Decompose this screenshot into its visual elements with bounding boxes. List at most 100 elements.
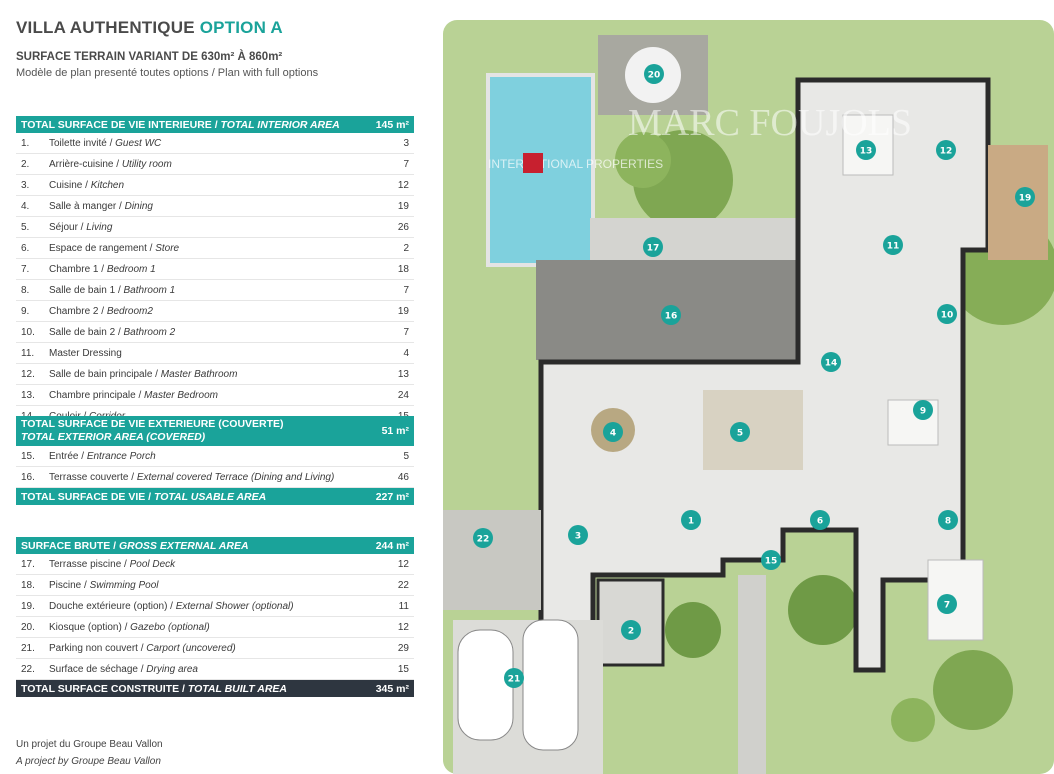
row-label-fr: Terrasse couverte /: [49, 471, 137, 483]
gross-header-fr: SURFACE BRUTE /: [21, 539, 120, 552]
floor-plan: MARC FOUJOLS INTERNATIONAL PROPERTIES 12…: [443, 20, 1054, 774]
room-number-2: 2: [628, 627, 634, 637]
room-badge-2: [621, 620, 641, 640]
trees: [615, 130, 1054, 742]
footer-fr: Un projet du Groupe Beau Vallon: [16, 739, 163, 750]
row-label-fr: Séjour /: [49, 221, 87, 233]
row-value: 15: [397, 663, 409, 675]
row-label-fr: Piscine /: [49, 579, 90, 591]
car-left: [457, 629, 514, 741]
row-label-fr: Salle à manger /: [49, 200, 125, 212]
table-row: 19. Douche extérieure (option) / External…: [16, 596, 414, 617]
row-label: Séjour / Living: [49, 222, 369, 233]
row-label-en: Drying area: [146, 663, 198, 675]
row-value: 12: [397, 621, 409, 633]
row-label-fr: Salle de bain principale /: [49, 368, 161, 380]
row-number: 20.: [21, 621, 35, 633]
row-label-fr: Toilette invité /: [49, 137, 116, 149]
room-number-5: 5: [737, 429, 743, 439]
room-number-8: 8: [945, 517, 951, 527]
row-value: 12: [397, 558, 409, 570]
room-number-15: 15: [765, 557, 778, 567]
row-value: 7: [403, 284, 409, 296]
row-value: 24: [397, 389, 409, 401]
interior-header-en: TOTAL INTERIOR AREA: [220, 118, 340, 131]
room-badge-13: [856, 140, 876, 160]
room-number-20: 20: [648, 71, 661, 81]
living-rug: [703, 390, 803, 470]
row-number: 22.: [21, 663, 35, 675]
row-value: 11: [398, 600, 409, 612]
row-label: Arrière-cuisine / Utility room: [49, 159, 369, 170]
gross-header-en: GROSS EXTERNAL AREA: [119, 539, 249, 552]
gross-header: SURFACE BRUTE / GROSS EXTERNAL AREA 244 …: [16, 537, 414, 554]
room-number-3: 3: [575, 532, 581, 542]
row-label-fr: Chambre 1 /: [49, 263, 107, 275]
plan-note: Modèle de plan presenté toutes options /…: [16, 67, 319, 79]
row-value: 7: [403, 158, 409, 170]
room-number-19: 19: [1019, 194, 1032, 204]
house-floor: [538, 77, 991, 673]
row-number: 13.: [21, 389, 35, 401]
row-label: Douche extérieure (option) / External Sh…: [49, 601, 369, 612]
room-badge-16: [661, 305, 681, 325]
table-row: 12.Salle de bain principale / Master Bat…: [16, 364, 414, 385]
room-number-7: 7: [944, 601, 950, 611]
room-badge-3: [568, 525, 588, 545]
row-label-en: Entrance Porch: [86, 450, 156, 462]
row-number: 21.: [21, 642, 35, 654]
room-number-17: 17: [647, 244, 660, 254]
room-badge-15: [761, 550, 781, 570]
row-label-en: Carport (uncovered): [146, 642, 236, 654]
row-number: 5.: [21, 221, 30, 233]
row-label: Master Dressing: [49, 348, 369, 359]
interior-area-table: TOTAL SURFACE DE VIE INTERIEURE / TOTAL …: [16, 116, 414, 427]
row-label: Salle à manger / Dining: [49, 201, 369, 212]
row-label: Chambre 1 / Bedroom 1: [49, 264, 369, 275]
row-value: 5: [403, 450, 409, 462]
room-number-1: 1: [688, 517, 694, 527]
row-label-en: External Shower (optional): [175, 600, 294, 612]
table-row: 20.Kiosque (option) / Gazebo (optional)1…: [16, 617, 414, 638]
row-number: 19.: [21, 600, 35, 612]
exterior-header-line1: TOTAL SURFACE DE VIE EXTERIEURE (COUVERT…: [21, 418, 284, 430]
title-accent: OPTION A: [199, 18, 283, 37]
room-badge-12: [936, 140, 956, 160]
row-number: 16.: [21, 471, 35, 483]
interior-total: 145 m²: [375, 118, 409, 131]
row-number: 11.: [21, 347, 35, 359]
car-right: [522, 619, 579, 751]
usable-header: TOTAL SURFACE DE VIE / TOTAL USABLE AREA…: [16, 488, 414, 505]
row-label-en: Gazebo (optional): [130, 621, 210, 633]
usable-header-fr: TOTAL SURFACE DE VIE /: [21, 490, 155, 503]
row-label-en: Pool Deck: [129, 558, 176, 570]
row-label-en: Master Bathroom: [160, 368, 238, 380]
row-label: Chambre 2 / Bedroom2: [49, 306, 369, 317]
row-number: 1.: [21, 137, 30, 149]
room-badge-8: [938, 510, 958, 530]
row-value: 19: [397, 200, 409, 212]
room-badge-7: [937, 594, 957, 614]
exterior-total: 51 m²: [381, 424, 409, 437]
room-badge-19: [1015, 187, 1035, 207]
room-badge-11: [883, 235, 903, 255]
row-label: Salle de bain 2 / Bathroom 2: [49, 327, 369, 338]
row-label: Terrasse couverte / External covered Ter…: [49, 472, 369, 483]
row-value: 2: [403, 242, 409, 254]
room-number-11: 11: [887, 242, 900, 252]
gross-area-table: SURFACE BRUTE / GROSS EXTERNAL AREA 244 …: [16, 537, 414, 697]
row-label-en: Utility room: [121, 158, 172, 170]
table-row: 21.Parking non couvert / Carport (uncove…: [16, 638, 414, 659]
watermark-logo: [523, 153, 543, 173]
